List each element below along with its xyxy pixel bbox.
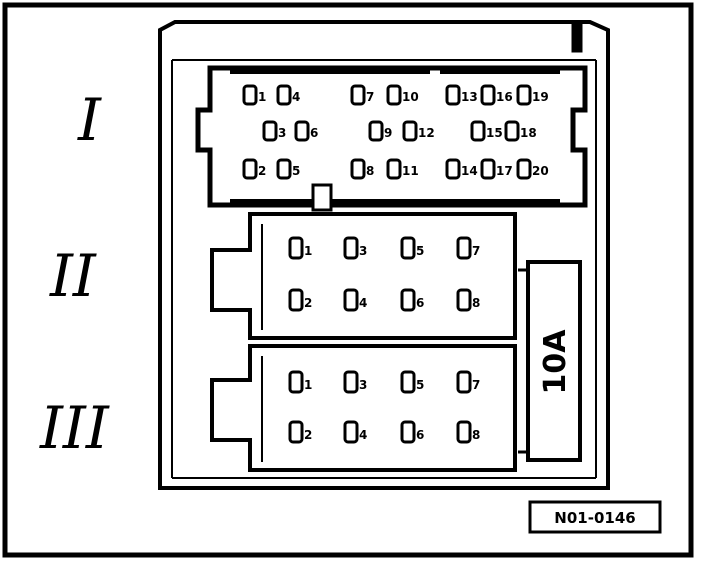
- pin-number: 4: [359, 296, 367, 310]
- pin-slot: [343, 288, 359, 312]
- pin-slot: [456, 288, 472, 312]
- pin-number: 2: [258, 164, 266, 178]
- pin-number: 14: [461, 164, 478, 178]
- pin-slot: [343, 370, 359, 394]
- pin-slot: [386, 158, 402, 180]
- pin-number: 16: [496, 90, 513, 104]
- pin-number: 3: [278, 126, 286, 140]
- pin-number: 7: [366, 90, 374, 104]
- pin-slot: [242, 158, 258, 180]
- pin-number: 5: [292, 164, 300, 178]
- pin-number: 20: [532, 164, 549, 178]
- pin-number: 4: [292, 90, 300, 104]
- pin-slot: [400, 236, 416, 260]
- connector-housing: [158, 20, 610, 490]
- pin-slot: [288, 420, 304, 444]
- pin-slot: [400, 288, 416, 312]
- pin-number: 6: [310, 126, 318, 140]
- pin-number: 7: [472, 244, 480, 258]
- pin-number: 1: [304, 378, 312, 392]
- roman-label-3: III: [39, 394, 110, 462]
- fuse: 10A: [518, 260, 582, 462]
- pin-number: 8: [472, 296, 480, 310]
- pin-number: 4: [359, 428, 367, 442]
- pin-number: 19: [532, 90, 549, 104]
- pin-slot: [262, 120, 278, 142]
- pin-slot: [402, 120, 418, 142]
- pin-number: 17: [496, 164, 513, 178]
- pin-number: 3: [359, 378, 367, 392]
- pin-slot: [350, 84, 366, 106]
- pin-slot: [516, 84, 532, 106]
- pin-slot: [400, 420, 416, 444]
- pin-slot: [504, 120, 520, 142]
- pin-number: 7: [472, 378, 480, 392]
- block-2-pins: 1 3 5 7 2 4 6 8: [288, 236, 480, 312]
- pin-number: 11: [402, 164, 419, 178]
- pin-number: 5: [416, 244, 424, 258]
- pin-number: 12: [418, 126, 435, 140]
- pin-number: 10: [402, 90, 419, 104]
- pin-number: 13: [461, 90, 478, 104]
- pin-slot: [276, 84, 292, 106]
- pin-slot: [456, 420, 472, 444]
- pin-slot: [445, 158, 461, 180]
- pin-number: 1: [258, 90, 266, 104]
- roman-label-1: I: [77, 86, 102, 154]
- pin-slot: [343, 236, 359, 260]
- pin-slot: [350, 158, 366, 180]
- pin-number: 2: [304, 428, 312, 442]
- pin-number: 3: [359, 244, 367, 258]
- pin-slot: [456, 236, 472, 260]
- reference-box: N01-0146: [528, 500, 662, 534]
- roman-label-2: II: [49, 242, 97, 310]
- pin-number: 9: [384, 126, 392, 140]
- pin-slot: [456, 370, 472, 394]
- block-2-body: [210, 212, 517, 340]
- pin-number: 1: [304, 244, 312, 258]
- pin-number: 8: [472, 428, 480, 442]
- pin-slot: [400, 370, 416, 394]
- pin-slot: [343, 420, 359, 444]
- pin-number: 8: [366, 164, 374, 178]
- pin-number: 2: [304, 296, 312, 310]
- reference-code: N01-0146: [554, 509, 635, 527]
- pin-slot: [288, 288, 304, 312]
- pin-slot: [242, 84, 258, 106]
- pin-slot: [368, 120, 384, 142]
- pin-slot: [386, 84, 402, 106]
- pin-number: 6: [416, 296, 424, 310]
- pin-slot: [445, 84, 461, 106]
- block-3-pins: 1 3 5 7 2 4 6 8: [288, 370, 480, 444]
- pin-slot: [516, 158, 532, 180]
- pin-number: 5: [416, 378, 424, 392]
- pin-slot: [288, 236, 304, 260]
- pin-slot: [288, 370, 304, 394]
- pin-slot: [470, 120, 486, 142]
- fuse-label: 10A: [538, 329, 573, 395]
- pin-number: 15: [486, 126, 503, 140]
- pin-slot: [480, 158, 496, 180]
- pin-number: 18: [520, 126, 537, 140]
- pin-slot: [294, 120, 310, 142]
- pin-slot: [276, 158, 292, 180]
- block-3-body: [210, 344, 517, 472]
- pin-slot: [480, 84, 496, 106]
- pin-number: 6: [416, 428, 424, 442]
